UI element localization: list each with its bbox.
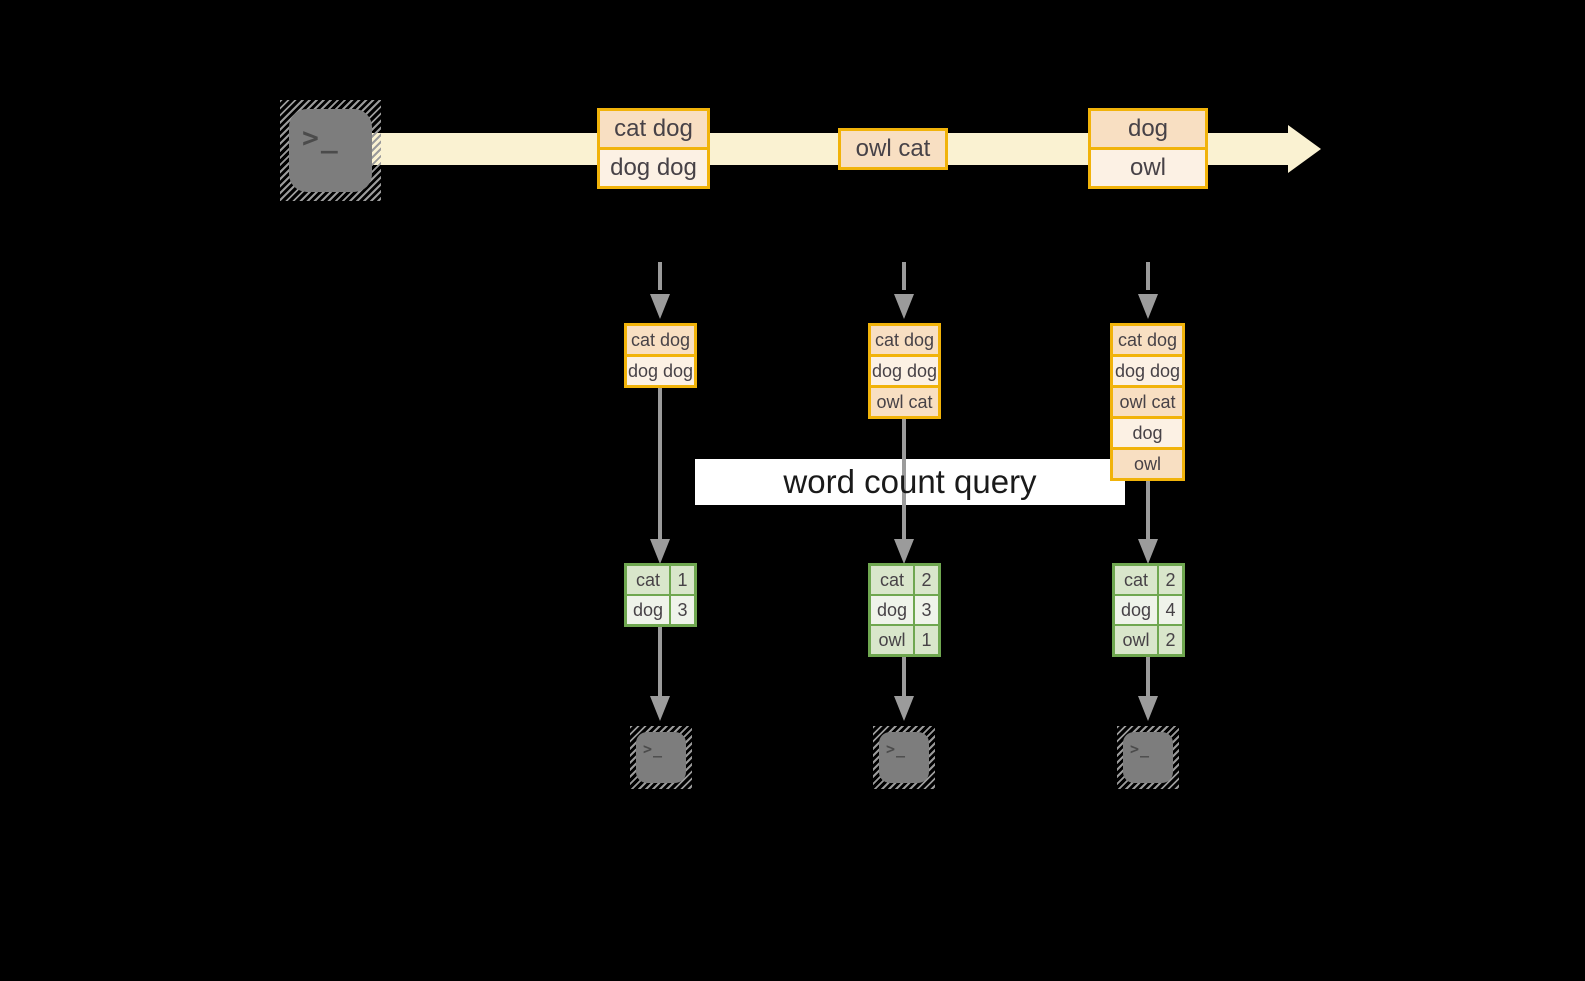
- word-cell: dog: [627, 596, 669, 624]
- stream-event-box-2: owl cat: [838, 128, 948, 170]
- window-stack-2: cat dog dog dog owl cat: [868, 323, 941, 419]
- record-row: owl cat: [841, 131, 945, 167]
- record-row: dog: [1091, 111, 1205, 147]
- connector-line: [658, 386, 662, 540]
- record-row: cat dog: [600, 111, 707, 147]
- down-arrowhead-icon: [894, 696, 914, 721]
- down-arrowhead-icon: [650, 696, 670, 721]
- word-cell: dog: [1115, 596, 1157, 624]
- record-row: owl: [1113, 450, 1182, 478]
- prompt-glyph: >_: [1130, 740, 1151, 758]
- connector-line: [658, 627, 662, 696]
- window-stack-1: cat dog dog dog: [624, 323, 697, 388]
- record-row: dog dog: [1113, 357, 1182, 385]
- prompt-glyph: >_: [302, 121, 340, 154]
- connector-line: [1146, 657, 1150, 696]
- sink-terminal-icon: >_: [1117, 726, 1179, 789]
- record-row: dog dog: [627, 357, 694, 385]
- record-row: dog dog: [871, 357, 938, 385]
- count-cell: 3: [671, 596, 694, 624]
- word-cell: cat: [1115, 566, 1157, 594]
- count-cell: 1: [671, 566, 694, 594]
- down-arrowhead-icon: [1138, 696, 1158, 721]
- count-cell: 3: [915, 596, 938, 624]
- connector-line: [902, 657, 906, 696]
- stream-arrowhead-icon: [1288, 125, 1321, 173]
- dashed-connector: [658, 262, 662, 290]
- record-row: cat dog: [871, 326, 938, 354]
- count-cell: 4: [1159, 596, 1182, 624]
- word-cell: owl: [871, 626, 913, 654]
- down-arrowhead-icon: [650, 539, 670, 564]
- down-arrowhead-icon: [1138, 539, 1158, 564]
- source-terminal-icon: >_: [280, 100, 381, 201]
- count-cell: 2: [915, 566, 938, 594]
- record-row: owl cat: [1113, 388, 1182, 416]
- terminal-screen: >_: [1123, 732, 1173, 783]
- connector-line: [1146, 479, 1150, 540]
- record-row: cat dog: [627, 326, 694, 354]
- window-stack-3: cat dog dog dog owl cat dog owl: [1110, 323, 1185, 481]
- prompt-glyph: >_: [643, 740, 664, 758]
- count-cell: 2: [1159, 566, 1182, 594]
- word-cell: cat: [871, 566, 913, 594]
- record-row: dog dog: [600, 150, 707, 186]
- dashed-connector: [1146, 262, 1150, 290]
- connector-line: [902, 417, 906, 540]
- record-row: dog: [1113, 419, 1182, 447]
- record-row: owl: [1091, 150, 1205, 186]
- terminal-screen: >_: [636, 732, 686, 783]
- word-cell: owl: [1115, 626, 1157, 654]
- sink-terminal-icon: >_: [630, 726, 692, 789]
- record-row: owl cat: [871, 388, 938, 416]
- down-arrowhead-icon: [894, 294, 914, 319]
- terminal-screen: >_: [879, 732, 929, 783]
- query-band: [695, 459, 1125, 505]
- word-cell: dog: [871, 596, 913, 624]
- count-cell: 1: [915, 626, 938, 654]
- down-arrowhead-icon: [894, 539, 914, 564]
- sink-terminal-icon: >_: [873, 726, 935, 789]
- query-label: word count query: [783, 463, 1037, 500]
- record-row: cat dog: [1113, 326, 1182, 354]
- count-cell: 2: [1159, 626, 1182, 654]
- dashed-connector: [902, 262, 906, 290]
- prompt-glyph: >_: [886, 740, 907, 758]
- terminal-screen: >_: [289, 109, 372, 192]
- down-arrowhead-icon: [650, 294, 670, 319]
- down-arrowhead-icon: [1138, 294, 1158, 319]
- word-cell: cat: [627, 566, 669, 594]
